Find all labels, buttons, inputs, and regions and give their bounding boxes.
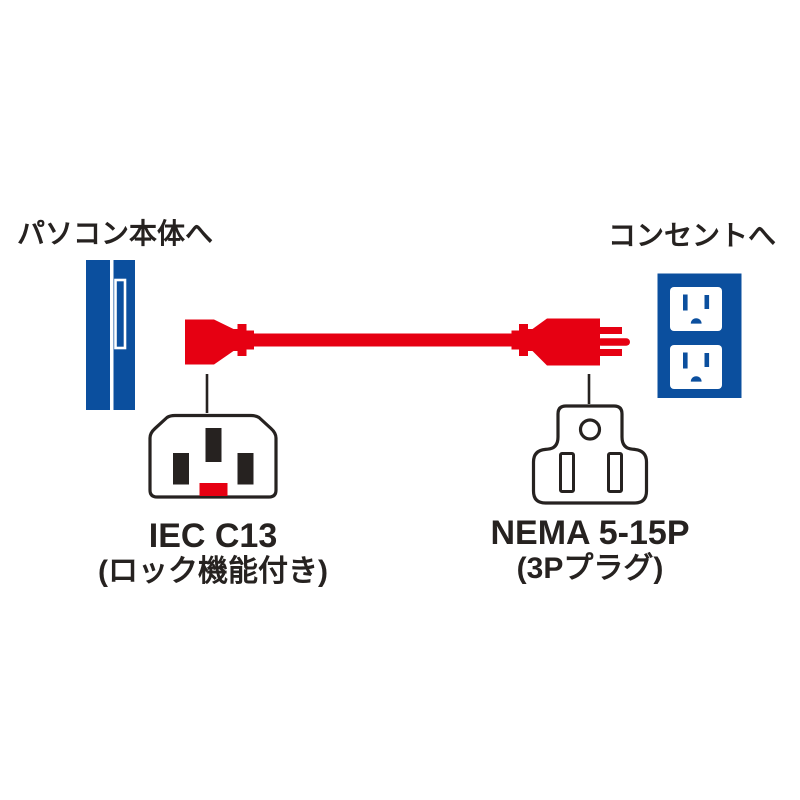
iec-c13-note: (ロック機能付き) (98, 554, 328, 588)
pc-power-inlet-icon (86, 260, 135, 410)
nema-caption: NEMA 5-15P (3Pプラグ) (430, 516, 750, 584)
plug-prongs (597, 327, 630, 356)
nema-name: NEMA 5-15P (490, 514, 690, 552)
iec-c13-name: IEC C13 (148, 517, 278, 555)
pc-side-label: パソコン本体へ (17, 218, 214, 249)
outlet-side-label: コンセントへ (608, 220, 777, 251)
nema-5-15p-face-icon (531, 404, 649, 505)
wall-outlet-icon (657, 273, 742, 398)
power-cord-icon (185, 318, 630, 366)
ground-pin-hole (578, 418, 602, 441)
blade-right (607, 452, 623, 493)
iec-c13-face-icon (148, 413, 278, 499)
nema-note: (3Pプラグ) (516, 551, 664, 585)
outlet-socket-upper (670, 287, 722, 331)
iec-c13-caption: IEC C13 (ロック機能付き) (53, 519, 373, 587)
outlet-socket-lower (670, 345, 722, 389)
lock-indicator (199, 483, 228, 496)
blade-left (559, 452, 575, 493)
